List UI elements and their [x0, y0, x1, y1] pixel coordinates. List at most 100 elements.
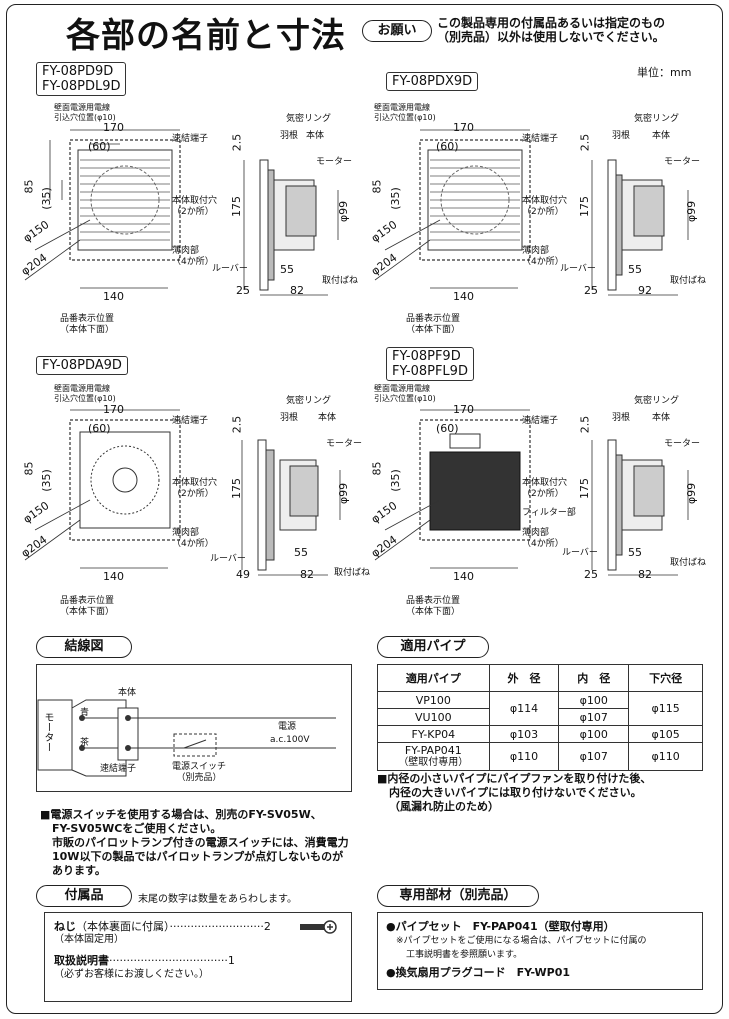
louver-label-b: ルーバー [560, 264, 596, 274]
dim-99-a: φ99 [337, 200, 351, 223]
thin-part-label-b: 薄肉部 （4か所） [522, 246, 564, 267]
pipe-table: 適用パイプ 外 径 内 径 下穴径 VP100 φ114 φ100 φ115 V… [377, 664, 703, 771]
side-view-diagram-d [591, 439, 689, 576]
dim-60-b: (60) [436, 140, 459, 153]
dim-55-d: 55 [628, 546, 642, 559]
wiring-notes: ■電源スイッチを使用する場合は、別売のFY-SV05W、 FY-SV05WCをご… [40, 808, 349, 877]
dim-175-b: 175 [578, 196, 591, 217]
page-frame [6, 4, 723, 1014]
dim-82-a: 82 [290, 284, 304, 297]
dim-92-b: 92 [638, 284, 652, 297]
spring-label-a: 取付ばね [322, 276, 359, 286]
accessories-title: 付属品 [36, 885, 132, 907]
front-view-diagram-c [24, 409, 181, 569]
dim-170-a: 170 [103, 121, 124, 134]
screw-icon [300, 920, 337, 934]
louver-label-c: ルーバー [210, 554, 246, 564]
wiring-body-label: 本体 [118, 688, 137, 698]
col-outer: 外 径 [488, 664, 560, 692]
dim-55-b: 55 [628, 263, 642, 276]
dim-82-d: 82 [638, 568, 652, 581]
pipe-notes: ■内径の小さいパイプにパイプファンを取り付けた後、 内径の大きいパイプには取り付… [377, 772, 652, 813]
connector-label-c: 速結端子 [172, 416, 209, 426]
dim-35-b: (35) [388, 187, 402, 210]
dim-82-c: 82 [300, 568, 314, 581]
dim-85-c: 85 [22, 461, 36, 476]
notice-badge: お願い [362, 20, 432, 42]
motor-label-c: モーター [326, 439, 363, 449]
model-label-b: FY-08PDX9D [386, 72, 479, 91]
motor-label-a: モーター [316, 157, 353, 167]
dim-25-b: 25 [584, 284, 598, 297]
dim-85-a: 85 [22, 179, 36, 194]
model-label-c: FY-08PDA9D [36, 356, 128, 375]
model-pos-label-c: 品番表示位置 （本体下面） [60, 596, 115, 617]
louver-label-d: ルーバー [562, 548, 598, 558]
dim-25-d: 25 [584, 568, 598, 581]
accessories-box [44, 912, 352, 1002]
model-pos-label-b: 品番表示位置 （本体下面） [406, 314, 461, 335]
connector-label-d: 速結端子 [522, 416, 559, 426]
col-hole: 下穴径 [628, 664, 703, 692]
wiring-diagram [37, 699, 336, 777]
seal-ring-label-a: 気密リング [286, 114, 332, 124]
dim-2-5-a: 2.5 [230, 133, 244, 152]
dim-99-c: φ99 [337, 482, 351, 505]
dim-25-a: 25 [236, 284, 250, 297]
parts-box [377, 912, 703, 990]
front-view-diagram-d [374, 409, 531, 569]
dim-55-c: 55 [294, 546, 308, 559]
table-row: FY-PAP041 （壁取付専用） φ110 φ107 φ110 [377, 742, 703, 771]
front-view-diagram-b [374, 129, 531, 289]
col-inner: 内 径 [558, 664, 630, 692]
front-view-diagram-a [24, 129, 181, 289]
motor-label-b: モーター [664, 157, 701, 167]
dim-99-b: φ99 [685, 200, 699, 223]
body-label-b: 本体 [652, 131, 671, 141]
wiring-power-label: 電源 [278, 722, 297, 732]
notice-text: この製品専用の付属品あるいは指定のもの （別売品）以外は使用しないでください。 [437, 16, 666, 44]
blade-label-d: 羽根 [612, 413, 631, 423]
wiring-brown-label: 茶 [80, 738, 90, 748]
wiring-blue-label: 青 [80, 708, 90, 718]
thin-part-label-a: 薄肉部 （4か所） [172, 246, 214, 267]
mount-hole-label-c: 本体取付穴 （2か所） [172, 478, 218, 499]
seal-ring-label-c: 気密リング [286, 396, 332, 406]
seal-ring-label-d: 気密リング [634, 396, 680, 406]
wiring-motor-label: モーター [42, 712, 53, 752]
dim-140-a: 140 [103, 290, 124, 303]
accessory-manual: 取扱説明書··································1… [54, 954, 235, 980]
parts-list: ●パイプセット FY-PAP041（壁取付専用） ※パイプセットをご使用になる場… [386, 920, 647, 979]
dim-60-d: (60) [436, 422, 459, 435]
dim-60-a: (60) [88, 140, 111, 153]
dim-2-5-c: 2.5 [230, 415, 244, 434]
model-pos-label-a: 品番表示位置 （本体下面） [60, 314, 115, 335]
dim-140-d: 140 [453, 570, 474, 583]
body-label-c: 本体 [318, 413, 337, 423]
wire-hole-label-d: 壁面電源用電線 引込穴位置(φ10) [374, 384, 436, 403]
dim-140-c: 140 [103, 570, 124, 583]
blade-label-a: 羽根 [280, 131, 299, 141]
blade-label-b: 羽根 [612, 131, 631, 141]
connector-label-b: 速結端子 [522, 134, 559, 144]
wiring-voltage-label: a.c.100V [270, 735, 310, 745]
connector-label-a: 速結端子 [172, 134, 209, 144]
dim-2-5-b: 2.5 [578, 133, 592, 152]
wire-hole-label-b: 壁面電源用電線 引込穴位置(φ10) [374, 103, 436, 122]
dim-99-d: φ99 [685, 482, 699, 505]
mount-hole-label-b: 本体取付穴 （2か所） [522, 196, 568, 217]
thin-part-label-d: 薄肉部 （4か所） [522, 528, 564, 549]
side-view-diagram-b [591, 159, 689, 296]
page-title: 各部の名前と寸法 [66, 16, 346, 56]
dim-140-b: 140 [453, 290, 474, 303]
spring-label-b: 取付ばね [670, 276, 707, 286]
filter-label-d: フィルター部 [522, 508, 576, 518]
dim-60-c: (60) [88, 422, 111, 435]
parts-title: 専用部材（別売品） [377, 885, 539, 907]
dim-170-b: 170 [453, 121, 474, 134]
wiring-connector-label: 速結端子 [100, 764, 137, 774]
wiring-switch-label: 電源スイッチ （別売品） [172, 762, 227, 783]
louver-label-a: ルーバー [212, 264, 248, 274]
table-header-row: 適用パイプ 外 径 内 径 下穴径 [377, 664, 703, 692]
body-label-a: 本体 [306, 131, 325, 141]
